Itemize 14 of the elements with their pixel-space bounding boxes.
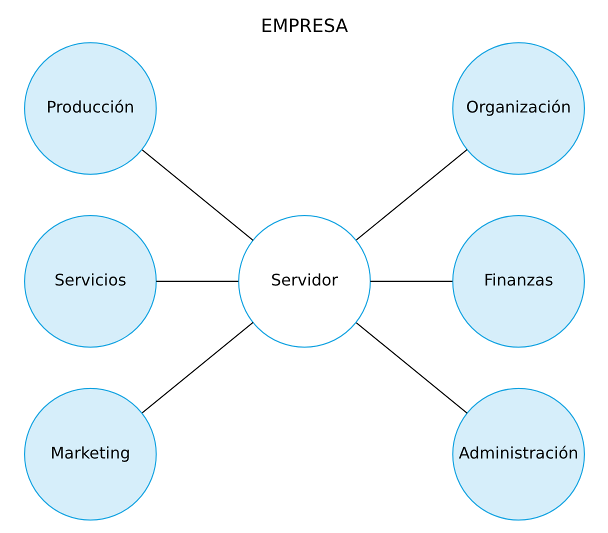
node-circle: Finanzas [452, 214, 584, 348]
connector [356, 149, 467, 240]
node-circle: Organización [452, 42, 584, 175]
connector [141, 322, 253, 414]
node-circle: Servicios [24, 214, 156, 348]
connector [370, 280, 452, 282]
node-circle: Producción [24, 42, 156, 175]
connector [356, 322, 467, 414]
connector [141, 149, 253, 241]
diagram-title: EMPRESA [260, 16, 348, 38]
node-circle: Servidor [238, 214, 370, 348]
node-circle: Administración [452, 388, 584, 521]
node-circle: Marketing [24, 388, 156, 521]
connector [156, 280, 238, 282]
